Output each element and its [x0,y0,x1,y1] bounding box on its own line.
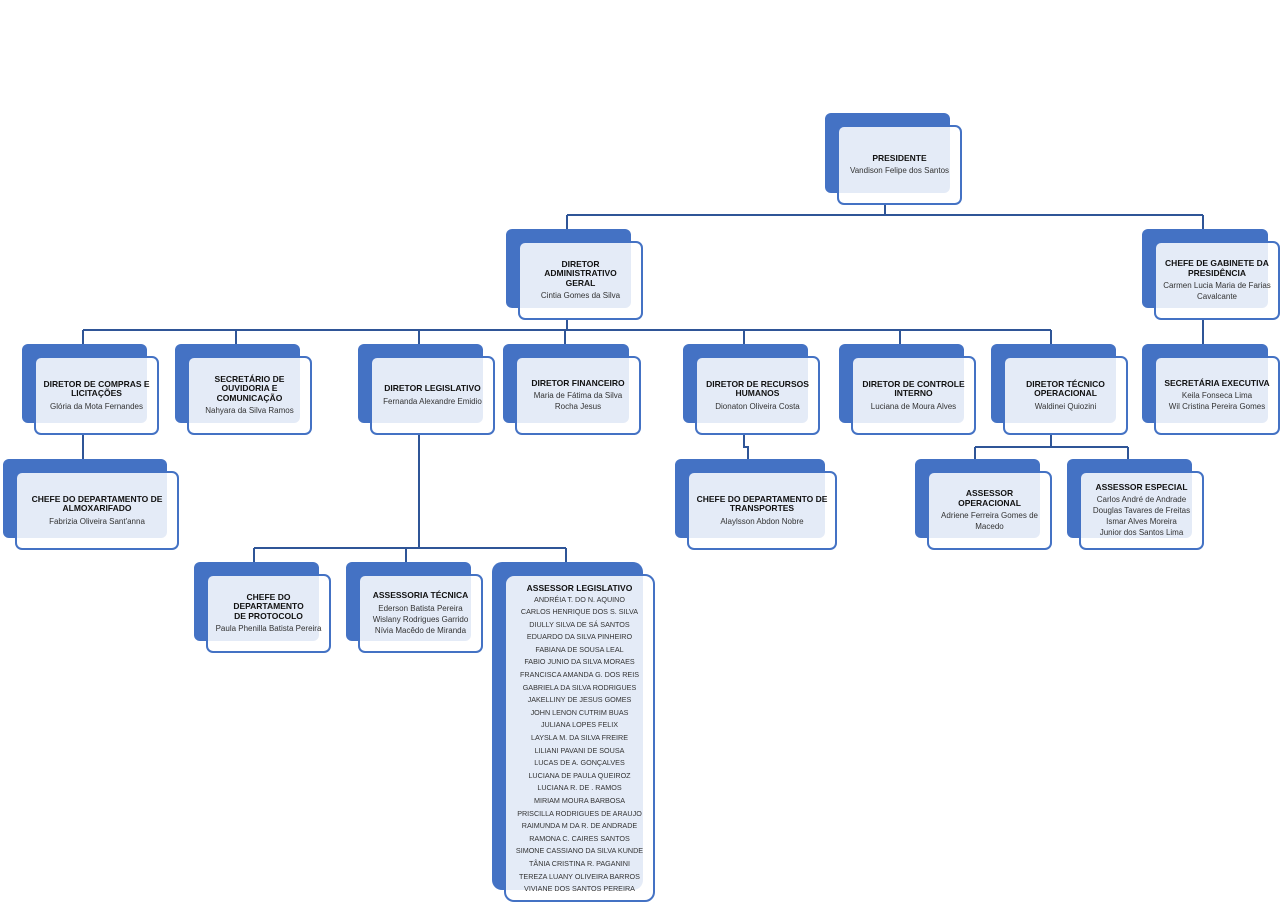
list-item: MIRIAM MOURA BARBOSA [533,796,626,805]
node-names: Cintia Gomes da Silva [540,291,621,301]
node-title: ASSESSORIA TÉCNICA [372,590,469,601]
node-names: Alaylsson Abdon Nobre [720,516,804,526]
secretario-ouvidoria-node: SECRETÁRIO DE OUVIDORIA E COMUNICAÇÃO Na… [175,344,312,435]
assessor-especial-node: ASSESSOR ESPECIAL Carlos André de Andrad… [1067,459,1204,550]
presidente-node: PRESIDENTE Vandison Felipe dos Santos [825,113,962,205]
list-item: EDUARDO DA SILVA PINHEIRO [526,632,633,642]
list-item: JAKELLINY DE JESUS GOMES [527,695,632,705]
node-names: Ederson Batista Pereira Wislany Rodrigue… [372,603,469,635]
list-item: DIULLY SILVA DE SÁ SANTOS [529,619,630,629]
node-names: Fernanda Alexandre Emidio [383,396,482,406]
node-names: Dionaton Oliveira Costa [715,401,800,411]
node-title: PRESIDENTE [872,152,927,163]
list-item: VIVIANE DOS SANTOS PEREIRA [524,884,635,894]
node-title: DIRETOR TÉCNICO OPERACIONAL [1026,378,1105,398]
node-title: SECRETÁRIO DE OUVIDORIA E COMUNICAÇÃO [214,373,285,403]
diretor-administrativo-node: DIRETOR ADMINISTRATIVO GERAL Cintia Gome… [506,229,643,320]
node-title: CHEFE DO DEPARTAMENTO DE ALMOXARIFADO [31,493,163,513]
node-title: ASSESSOR OPERACIONAL [958,488,1021,508]
chefe-gabinete-node: CHEFE DE GABINETE DA PRESIDÊNCIA Carmen … [1142,229,1280,320]
list-item: GABRIELA DA SILVA RODRIGUES [522,682,637,692]
connector [253,435,567,575]
node-names: Adriene Ferreira Gomes de Macedo [941,511,1038,531]
assessoria-tecnica-node: ASSESSORIA TÉCNICA Ederson Batista Perei… [346,562,483,653]
list-item: LUCAS DE A. GONÇALVES [534,758,625,768]
node-title: DIRETOR LEGISLATIVO [384,383,481,394]
node-names: Nahyara da Silva Ramos [205,406,294,416]
assessor-legislativo-node: ASSESSOR LEGISLATIVO ANDRÉIA T. DO N. AQ… [492,562,655,902]
node-names: Fabrizia Oliveira Sant'anna [49,516,145,526]
node-title: DIRETOR DE RECURSOS HUMANOS [706,378,809,398]
list-item: LILIANI PAVANI DE SOUSA [534,745,625,755]
node-names: Paula Phenilla Batista Pereira [215,624,322,634]
node-title: SECRETÁRIA EXECUTIVA [1164,377,1270,388]
secretaria-executiva-node: SECRETÁRIA EXECUTIVA Keila Fonseca Lima … [1142,344,1280,435]
node-title: DIRETOR FINANCEIRO [531,377,625,388]
list-item: LUCIANA R. DE . RAMOS [537,783,622,793]
node-title: DIRETOR DE COMPRAS E LICITAÇÕES [43,378,150,398]
diretor-legislativo-node: DIRETOR LEGISLATIVO Fernanda Alexandre E… [358,344,495,435]
list-item: FRANCISCA AMANDA G. DOS REIS [519,670,640,680]
list-item: JULIANA LOPES FELIX [540,720,619,730]
list-item: TÂNIA CRISTINA R. PAGANINI [529,858,630,868]
node-title: ASSESSOR LEGISLATIVO [526,583,633,593]
list-item: RAMONA C. CAIRES SANTOS [529,833,630,843]
assessor-operacional-node: ASSESSOR OPERACIONAL Adriene Ferreira Go… [915,459,1052,550]
list-item: SIMONE CASSIANO DA SILVA KUNDE [515,846,644,856]
node-names: Carlos André de Andrade Douglas Tavares … [1092,495,1191,538]
list-item: CARLOS HENRIQUE DOS S. SILVA [520,607,639,617]
node-title: DIRETOR ADMINISTRATIVO GERAL [544,258,617,288]
node-names: Carmen Lucia Maria de Farias Cavalcante [1163,281,1271,301]
diretor-financeiro-node: DIRETOR FINANCEIRO Maria de Fátima da Si… [503,344,641,435]
node-names: Vandison Felipe dos Santos [849,166,950,176]
connector [974,435,1129,471]
node-names: Luciana de Moura Alves [870,401,957,411]
list-item: LAYSLA M. DA SILVA FREIRE [530,733,629,743]
list-item: TEREZA LUANY OLIVEIRA BARROS [519,871,640,881]
node-title: ASSESSOR ESPECIAL [1095,481,1188,492]
list-item: ANDRÉIA T. DO N. AQUINO [534,594,625,604]
list-item: RAIMUNDA M DA R. DE ANDRADE [521,821,638,831]
list-item: JOHN LENON CUTRIM BUAS [530,707,629,717]
chefe-protocolo-node: CHEFE DO DEPARTAMENTO DE PROTOCOLO Paula… [194,562,331,653]
node-title: CHEFE DO DEPARTAMENTO DE TRANSPORTES [696,493,828,513]
assessor-legislativo-list: ANDRÉIA T. DO N. AQUINO CARLOS HENRIQUE D… [516,594,643,896]
connector [566,205,1204,242]
node-names: Glória da Mota Fernandes [50,401,143,411]
diretor-rh-node: DIRETOR DE RECURSOS HUMANOS Dionaton Oli… [683,344,820,435]
diretor-controle-node: DIRETOR DE CONTROLE INTERNO Luciana de M… [839,344,976,435]
chefe-transportes-node: CHEFE DO DEPARTAMENTO DE TRANSPORTES Ala… [675,459,837,550]
node-title: CHEFE DE GABINETE DA PRESIDÊNCIA [1165,258,1269,278]
list-item: FABIO JUNIO DA SILVA MORAES [524,657,635,667]
node-names: Waldinei Quiozini [1034,401,1097,411]
diretor-tecnico-node: DIRETOR TÉCNICO OPERACIONAL Waldinei Qui… [991,344,1128,435]
diretor-compras-node: DIRETOR DE COMPRAS E LICITAÇÕES Glória d… [22,344,159,435]
list-item: LUCIANA DE PAULA QUEIROZ [528,770,631,780]
node-names: Maria de Fátima da Silva Rocha Jesus [533,391,623,412]
node-title: CHEFE DO DEPARTAMENTO DE PROTOCOLO [233,591,304,621]
chefe-almoxarifado-node: CHEFE DO DEPARTAMENTO DE ALMOXARIFADO Fa… [3,459,179,550]
list-item: PRISCILLA RODRIGUES DE ARAUJO [517,808,642,818]
list-item: FABIANA DE SOUSA LEAL [535,644,624,654]
node-names: Keila Fonseca Lima Wil Cristina Pereira … [1168,391,1266,412]
node-title: DIRETOR DE CONTROLE INTERNO [862,378,965,398]
connector [82,320,1052,356]
